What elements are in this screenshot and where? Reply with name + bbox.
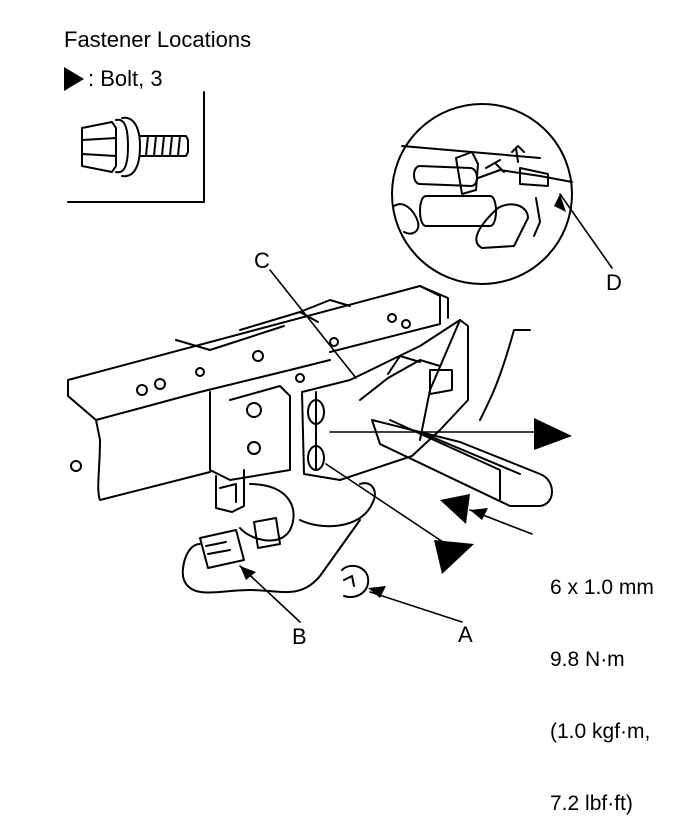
callout-arrow-spec bbox=[470, 508, 488, 520]
torque-spec: 6 x 1.0 mm 9.8 N·m (1.0 kgf·m, 7.2 lbf·f… bbox=[550, 528, 654, 840]
lever-arm bbox=[371, 329, 553, 507]
diagram-title: Fastener Locations bbox=[64, 27, 252, 52]
callout-b: B bbox=[292, 624, 307, 649]
torque-spec-kgf: (1.0 kgf·m, bbox=[550, 720, 651, 743]
bolt-arrow-lower bbox=[434, 540, 474, 574]
callout-d: D bbox=[606, 270, 622, 295]
leader-lines bbox=[239, 193, 613, 623]
bolt-legend-label: : Bolt, 3 bbox=[88, 66, 163, 91]
bolt-illustration bbox=[81, 116, 189, 178]
bolt-arrow-middle bbox=[440, 494, 470, 524]
bolt-detail-frame bbox=[67, 91, 205, 203]
callout-arrow-b bbox=[240, 566, 256, 580]
frame-body bbox=[67, 285, 449, 513]
callout-a: A bbox=[458, 622, 473, 647]
callout-arrow-a bbox=[368, 586, 386, 598]
torque-spec-nm: 9.8 N·m bbox=[550, 648, 625, 671]
callout-arrow-d bbox=[554, 194, 566, 212]
bolt-triangle-icon bbox=[64, 67, 84, 91]
harness-cable bbox=[181, 482, 376, 598]
torque-spec-lbf: 7.2 lbf·ft) bbox=[550, 792, 633, 815]
bolt-legend: : Bolt, 3 bbox=[64, 66, 163, 92]
bolt-arrow-upper bbox=[534, 418, 572, 450]
bolt-arrowheads bbox=[240, 194, 572, 598]
fastener-diagram-drawing bbox=[67, 91, 613, 623]
zoom-detail-circle bbox=[391, 103, 573, 285]
torque-spec-size: 6 x 1.0 mm bbox=[550, 576, 654, 599]
bracket-part-c bbox=[301, 319, 469, 481]
callout-c: C bbox=[254, 248, 270, 273]
